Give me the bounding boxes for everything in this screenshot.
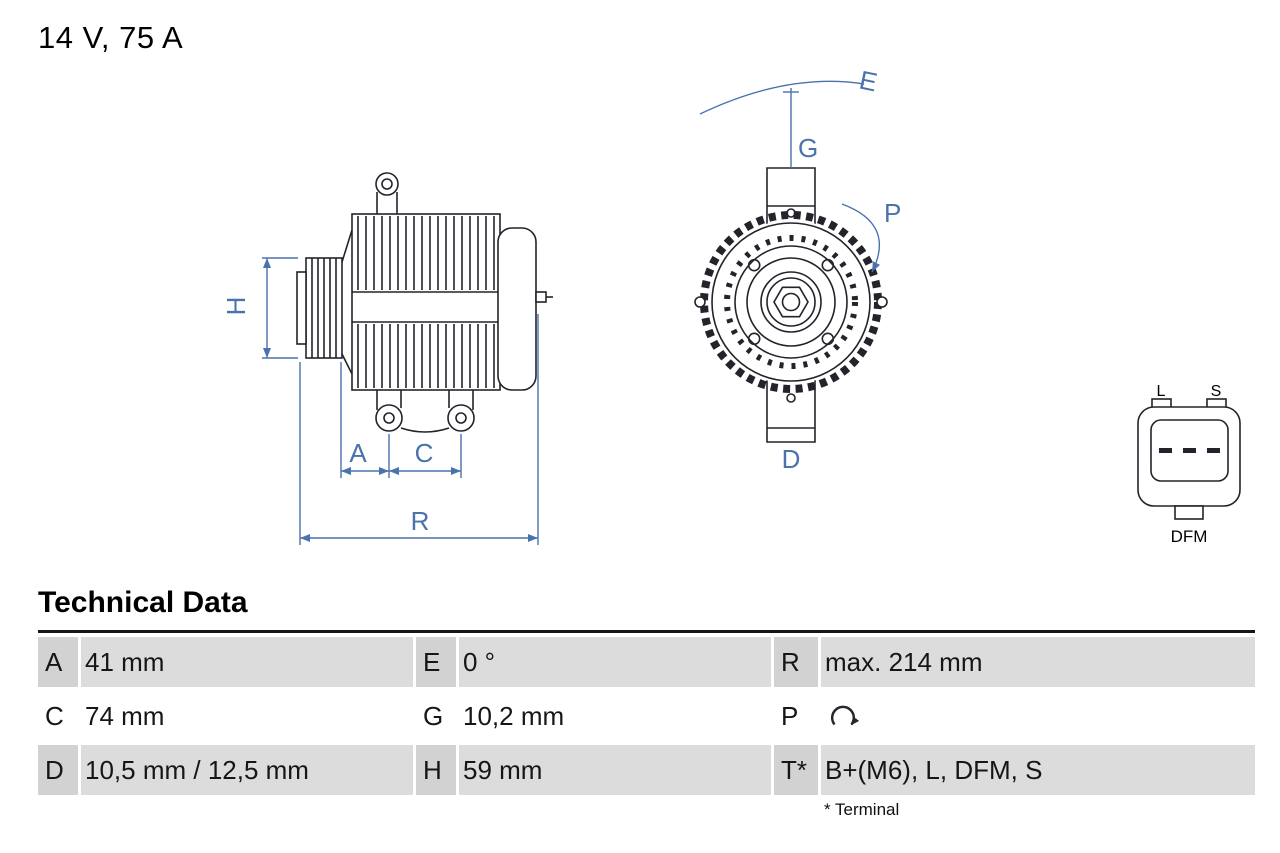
technical-data-heading: Technical Data	[38, 586, 248, 619]
param-key-h: H	[416, 745, 456, 795]
dim-label-c: C	[415, 438, 434, 468]
param-value-d: 10,5 mm / 12,5 mm	[81, 745, 413, 795]
param-key-c: C	[38, 691, 78, 741]
connector-pin	[1159, 448, 1172, 453]
page-title: 14 V, 75 A	[38, 20, 184, 55]
param-value-e: 0 °	[459, 637, 771, 687]
connector-pin-label-s: S	[1211, 383, 1222, 400]
dim-label-d: D	[782, 444, 801, 474]
rotation-direction-icon	[830, 705, 859, 726]
rotation-arrow	[841, 203, 881, 273]
dim-label-e: E	[857, 65, 880, 98]
param-key-a: A	[38, 637, 78, 687]
param-value-c: 74 mm	[81, 691, 413, 741]
technical-data-table: A 41 mm E 0 ° R max. 214 mm C 74 mm G 10…	[38, 630, 1255, 795]
connector-pin-label-l: L	[1157, 383, 1166, 400]
connector-pin	[1207, 448, 1220, 453]
dim-label-p: P	[884, 198, 901, 228]
param-key-e: E	[416, 637, 456, 687]
dim-label-h: H	[221, 297, 251, 316]
param-value-r: max. 214 mm	[821, 637, 1255, 687]
table-row: A 41 mm E 0 ° R max. 214 mm	[38, 637, 1255, 687]
alternator-front-view	[694, 167, 888, 443]
param-key-t: T*	[774, 745, 818, 795]
param-value-h: 59 mm	[459, 745, 771, 795]
param-value-g: 10,2 mm	[459, 691, 771, 741]
dim-label-a: A	[349, 438, 367, 468]
param-key-p: P	[774, 691, 818, 741]
param-key-d: D	[38, 745, 78, 795]
terminal-footnote: * Terminal	[824, 800, 900, 819]
param-value-t: B+(M6), L, DFM, S	[821, 745, 1255, 795]
param-key-r: R	[774, 637, 818, 687]
param-value-a: 41 mm	[81, 637, 413, 687]
dim-label-g: G	[798, 133, 818, 163]
connector-diagram: L S DFM	[1137, 383, 1241, 546]
param-value-p	[821, 691, 1255, 741]
front-view-dimensions: E G P D	[699, 65, 901, 474]
alternator-side-view	[296, 172, 553, 433]
alternator-technical-drawing: H A C R	[221, 65, 1241, 546]
side-view-dimensions: H A C R	[221, 257, 539, 545]
table-row: C 74 mm G 10,2 mm P	[38, 691, 1255, 741]
table-row: D 10,5 mm / 12,5 mm H 59 mm T* B+(M6), L…	[38, 745, 1255, 795]
param-key-g: G	[416, 691, 456, 741]
connector-name-label: DFM	[1171, 527, 1208, 546]
connector-pin	[1183, 448, 1196, 453]
dim-label-r: R	[411, 506, 430, 536]
